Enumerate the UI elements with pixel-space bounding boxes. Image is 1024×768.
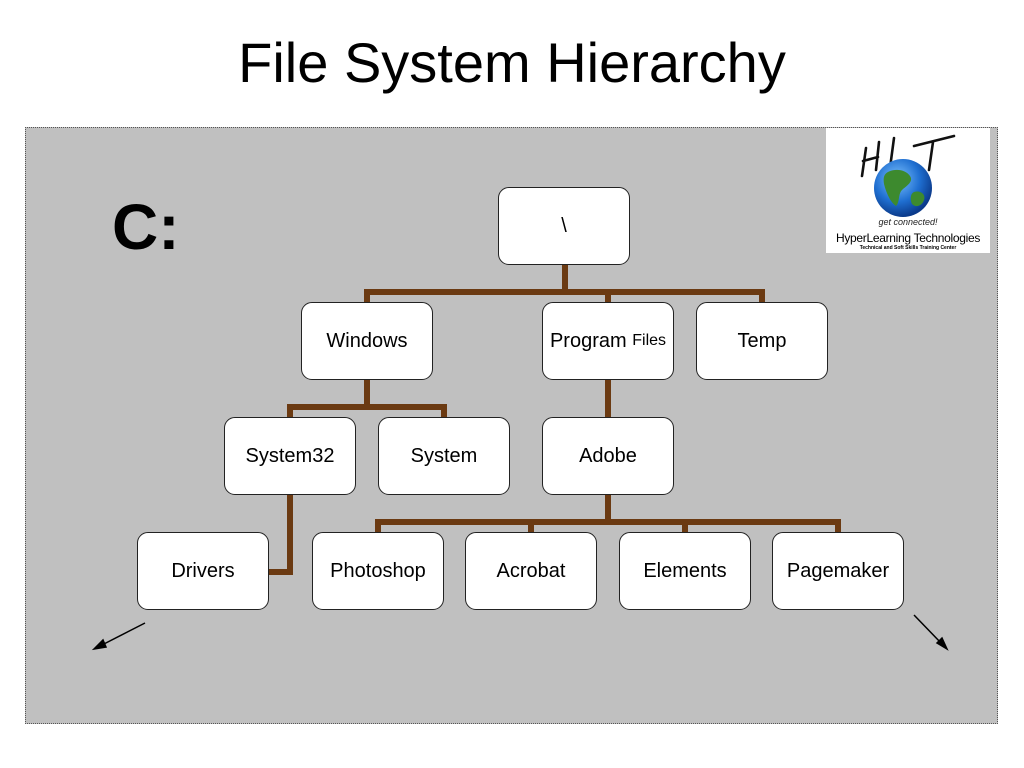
- node-root: \: [498, 187, 630, 265]
- node-pagemaker-label: Pagemaker: [786, 559, 890, 582]
- node-adobe-label: Adobe: [579, 444, 637, 467]
- node-drivers: Drivers: [137, 532, 269, 610]
- node-adobe: Adobe: [542, 417, 674, 495]
- node-system32: System32: [224, 417, 356, 495]
- arrow-right-head: [935, 636, 949, 651]
- hlt-company-name: HyperLearning Technologies: [835, 231, 981, 245]
- node-elements-label: Elements: [643, 559, 727, 582]
- arrow-left-head: [91, 638, 108, 651]
- node-windows: Windows: [301, 302, 433, 380]
- node-pagemaker: Pagemaker: [772, 532, 904, 610]
- node-program-files-label: Program: [549, 329, 627, 352]
- hlt-logo: get connected! HyperLearning Technologie…: [826, 128, 990, 253]
- node-windows-label: Windows: [326, 329, 408, 352]
- node-program-files-small-label: Files: [632, 332, 667, 349]
- drive-label: C:: [112, 191, 180, 263]
- hlt-tagline: get connected!: [878, 217, 938, 227]
- node-temp: Temp: [696, 302, 828, 380]
- slide-title: File System Hierarchy: [238, 31, 786, 94]
- node-program-files: Program Files: [542, 302, 674, 380]
- node-system32-label: System32: [245, 444, 335, 467]
- hlt-logo-graphic: [860, 134, 956, 217]
- node-photoshop-label: Photoshop: [330, 559, 426, 582]
- node-system-label: System: [410, 444, 478, 467]
- node-elements: Elements: [619, 532, 751, 610]
- hlt-subtitle: Technical and Soft Skills Training Cente…: [859, 245, 957, 251]
- node-acrobat: Acrobat: [465, 532, 597, 610]
- arrow-left-line: [99, 622, 146, 647]
- connector-to-drivers: [266, 492, 293, 575]
- node-acrobat-label: Acrobat: [496, 559, 566, 582]
- node-system: System: [378, 417, 510, 495]
- node-drivers-label: Drivers: [171, 559, 235, 582]
- node-root-label: \: [561, 214, 567, 237]
- node-temp-label: Temp: [737, 329, 787, 352]
- arrow-right-line: [913, 614, 943, 645]
- node-photoshop: Photoshop: [312, 532, 444, 610]
